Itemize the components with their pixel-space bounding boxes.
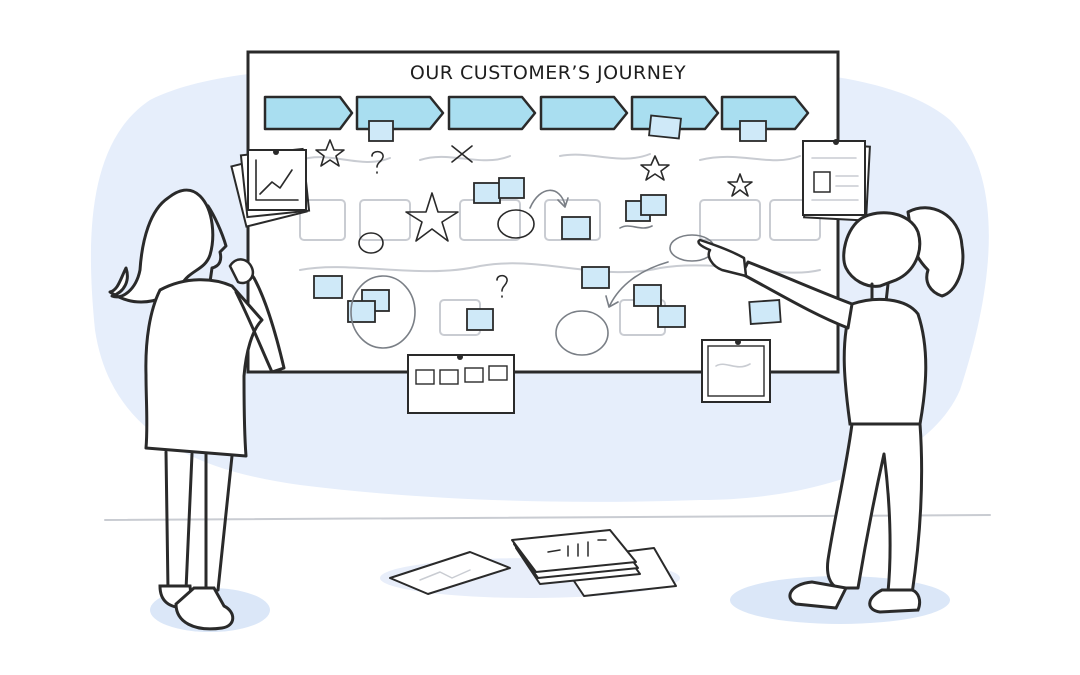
sticky-note <box>581 266 610 289</box>
sticky-note <box>347 300 376 323</box>
circle-doodle <box>497 209 535 239</box>
sticky-note <box>473 182 501 204</box>
cross-doodle <box>451 145 473 163</box>
question-doodle <box>371 150 384 174</box>
arrow-doodle <box>529 189 569 209</box>
board-doodles <box>315 139 753 356</box>
sticky-note <box>368 120 394 142</box>
scribble-doodle <box>619 225 653 229</box>
sticky-notes <box>313 114 782 331</box>
person-left <box>108 188 286 631</box>
circle-doodle <box>350 275 416 349</box>
sticky-note <box>466 308 494 331</box>
sticky-note <box>739 120 767 142</box>
star-doodle <box>640 155 670 181</box>
star-doodle <box>727 173 753 197</box>
pinned-paper-chart <box>230 147 311 228</box>
pinned-paper-right <box>802 139 871 222</box>
journey-stage-4 <box>539 95 629 131</box>
person-right <box>697 206 965 614</box>
floor-papers <box>389 529 677 597</box>
sticky-note <box>648 114 682 140</box>
sticky-note <box>640 194 667 216</box>
board-title: OUR CUSTOMER’S JOURNEY <box>410 62 686 84</box>
journey-stage-3 <box>447 95 537 131</box>
question-doodle <box>496 274 508 298</box>
sticky-note <box>748 299 782 325</box>
sticky-note <box>498 177 525 199</box>
sticky-note <box>313 275 343 299</box>
arrow-doodle <box>605 261 669 308</box>
circle-doodle <box>358 232 384 254</box>
sticky-note <box>657 305 686 328</box>
pinned-paper-bottom-left <box>407 354 515 414</box>
journey-stage-1 <box>263 95 354 131</box>
star-doodle <box>315 139 345 167</box>
sticky-note <box>633 284 662 307</box>
star-doodle <box>405 192 459 242</box>
sticky-note <box>561 216 591 240</box>
pinned-paper-bottom-right <box>701 339 771 403</box>
circle-doodle <box>555 310 609 356</box>
